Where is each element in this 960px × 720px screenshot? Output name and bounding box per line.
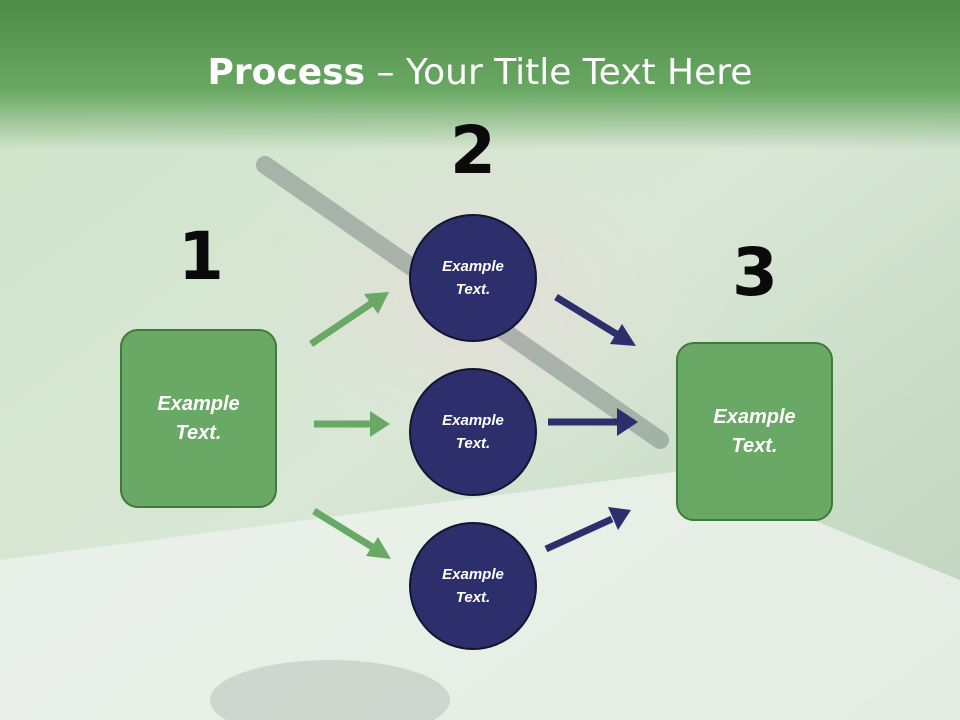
navy-arrow-mid-head: [617, 408, 638, 436]
green-arrow-down-head: [366, 537, 391, 559]
step-1-box: Example Text.: [120, 329, 277, 508]
step-2-label-middle: Example Text.: [442, 412, 504, 452]
step-3-number: 3: [732, 234, 778, 311]
green-arrow-mid-head: [370, 411, 390, 437]
step-3-box: Example Text.: [676, 342, 833, 521]
step-2-circle-top: Example Text.: [409, 214, 537, 342]
navy-arrow-up-head: [608, 507, 631, 530]
navy-arrow-down: [554, 294, 620, 338]
green-arrow-up: [309, 300, 374, 347]
step-2-label-top: Example Text.: [442, 258, 504, 298]
step-2-circle-bottom: Example Text.: [409, 522, 537, 650]
green-arrow-down: [312, 508, 376, 551]
navy-arrow-up: [544, 515, 614, 553]
step-1-number: 1: [178, 218, 224, 295]
page-title: Process – Your Title Text Here: [0, 52, 960, 93]
navy-arrow-down-head: [610, 324, 636, 346]
green-arrow-up-head: [364, 292, 389, 314]
step-2-label-bottom: Example Text.: [442, 566, 504, 606]
step-2-circle-middle: Example Text.: [409, 368, 537, 496]
title-band: [0, 0, 960, 150]
step-3-label: Example Text.: [713, 405, 796, 457]
step-1-label: Example Text.: [157, 392, 240, 444]
step-2-number: 2: [450, 112, 496, 189]
title-rest: – Your Title Text Here: [365, 52, 753, 93]
title-bold: Process: [207, 52, 366, 93]
